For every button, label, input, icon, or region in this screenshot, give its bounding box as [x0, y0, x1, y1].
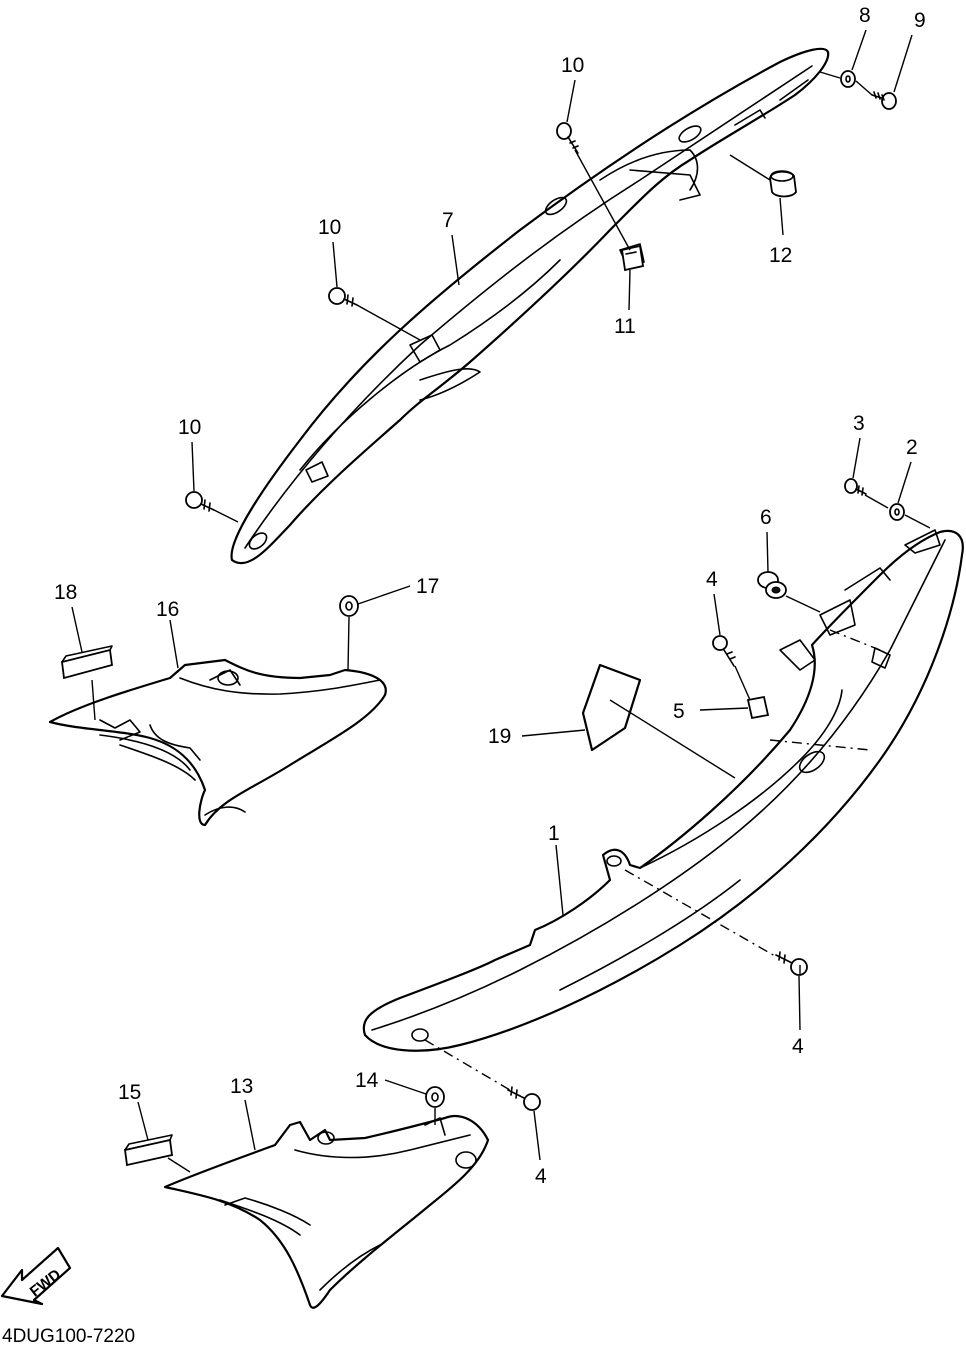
- screw-4c-icon: [507, 1086, 541, 1111]
- callouts: 8 9 10 10 10 7 11 12 3 2 6 4 5 19 1 4 18…: [54, 4, 926, 1188]
- callout-2: 2: [906, 436, 918, 459]
- callout-8: 8: [859, 4, 871, 27]
- fwd-arrow-icon: FWD: [0, 1246, 72, 1306]
- part-16-side-panel: [48, 658, 387, 827]
- grommet-6-icon: [757, 571, 787, 599]
- callout-13: 13: [230, 1075, 253, 1098]
- part-15-pad: [123, 1134, 174, 1167]
- document-id: 4DUG100-7220: [2, 1326, 136, 1347]
- screw-9-icon: [871, 91, 897, 110]
- callout-1: 1: [548, 822, 560, 845]
- part-7-upper-cowl: [230, 47, 830, 565]
- assembly-lines: [91, 71, 931, 1173]
- callout-16: 16: [156, 598, 179, 621]
- screw-10c-icon: [185, 491, 215, 512]
- callout-4: 4: [792, 1035, 804, 1058]
- callout-15: 15: [118, 1081, 141, 1104]
- screw-4b-icon: [775, 951, 808, 976]
- screw-10a-icon: [556, 122, 579, 154]
- callout-17: 17: [416, 575, 439, 598]
- callout-10: 10: [561, 54, 584, 77]
- callout-4: 4: [706, 568, 718, 591]
- part-13-side-panel: [163, 1114, 490, 1309]
- grommet-17-icon: [339, 595, 359, 617]
- hardware: [185, 70, 905, 1111]
- callout-14: 14: [355, 1069, 379, 1092]
- washer-2-icon: [889, 503, 905, 521]
- callout-11: 11: [614, 315, 636, 338]
- part-19-label: [581, 663, 642, 752]
- callout-6: 6: [760, 506, 772, 529]
- part-18-pad: [61, 645, 113, 680]
- washer-8-icon: [840, 70, 856, 88]
- callout-4: 4: [535, 1165, 547, 1188]
- screw-4a-icon: [712, 635, 736, 667]
- clip-nut-5-icon: [746, 695, 770, 720]
- screw-10b-icon: [328, 287, 358, 307]
- leader-lines: [71, 29, 913, 1161]
- callout-18: 18: [54, 581, 77, 604]
- callout-10: 10: [178, 416, 201, 439]
- callout-10: 10: [318, 216, 341, 239]
- part-1-side-cowl: [362, 529, 964, 1052]
- callout-7: 7: [442, 209, 454, 232]
- grommet-12-icon: [769, 170, 797, 198]
- grommet-14-icon: [425, 1086, 445, 1108]
- callout-19: 19: [488, 725, 511, 748]
- screw-3-icon: [844, 478, 867, 496]
- callout-9: 9: [914, 9, 926, 32]
- callout-3: 3: [853, 412, 865, 435]
- callout-12: 12: [769, 244, 792, 267]
- callout-5: 5: [673, 700, 685, 723]
- clip-nut-11-icon: [620, 244, 645, 272]
